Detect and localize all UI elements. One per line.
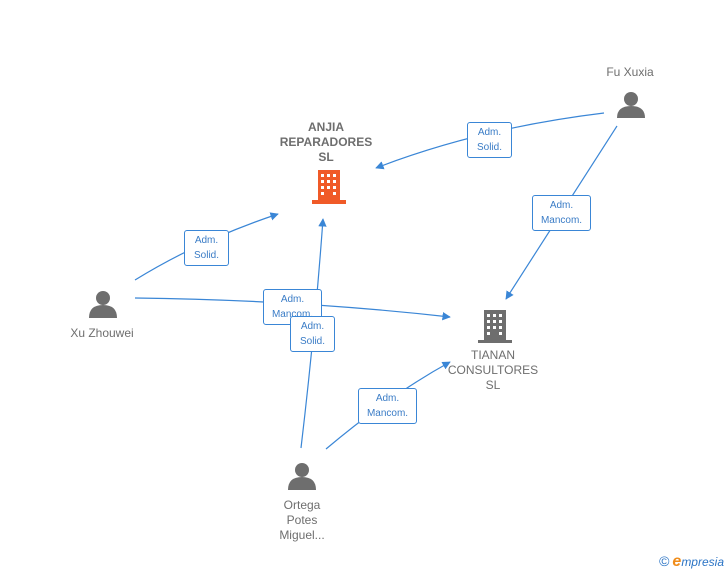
edge-label-line: Adm. xyxy=(549,200,574,211)
edge-label-line: Adm. xyxy=(375,393,400,404)
edge-label-line: Mancom. xyxy=(366,408,409,419)
person-label-ortega[interactable]: Ortega Potes Miguel... xyxy=(260,498,344,543)
edge-label-line: Adm. xyxy=(300,321,325,332)
edge-label-line: Solid. xyxy=(193,250,219,261)
empresia-logo[interactable]: ©empresia xyxy=(659,553,724,571)
ortega-line-3: Miguel... xyxy=(279,528,325,542)
edge-label-fu-tianan[interactable]: Adm. Mancom. xyxy=(532,195,591,231)
person-label-xu-zhouwei[interactable]: Xu Zhouwei xyxy=(50,326,154,341)
building-icon-tianan[interactable] xyxy=(478,310,512,343)
anjia-line-1: ANJIA xyxy=(307,120,344,134)
anjia-line-3: SL xyxy=(318,150,334,164)
person-icon-xu-zhouwei[interactable] xyxy=(89,291,117,318)
edge-label-ortega-tianan[interactable]: Adm. Mancom. xyxy=(358,388,417,424)
tianan-line-3: SL xyxy=(485,378,501,392)
copyright-icon: © xyxy=(659,553,670,569)
edge-label-line: Adm. xyxy=(194,235,219,246)
person-icon-ortega[interactable] xyxy=(288,463,316,490)
anjia-line-2: REPARADORES xyxy=(279,135,373,149)
edge-label-ortega-anjia[interactable]: Adm. Solid. xyxy=(290,316,335,352)
edge-label-line: Mancom. xyxy=(540,215,583,226)
building-icon-anjia[interactable] xyxy=(312,170,346,204)
edge-label-line: Adm. xyxy=(280,294,305,305)
xu-zhouwei-name: Xu Zhouwei xyxy=(70,326,134,340)
edge-label-xu-anjia[interactable]: Adm. Solid. xyxy=(184,230,229,266)
person-label-fu-xuxia[interactable]: Fu Xuxia xyxy=(586,65,674,80)
edge-label-line: Mancom. xyxy=(271,309,314,320)
brand-rest: mpresia xyxy=(681,555,724,569)
edge-label-line: Solid. xyxy=(299,336,325,347)
company-label-tianan[interactable]: TIANAN CONSULTORES SL xyxy=(436,348,550,393)
person-icon-fu-xuxia[interactable] xyxy=(617,92,645,118)
edge-label-line: Solid. xyxy=(476,142,502,153)
company-label-anjia[interactable]: ANJIA REPARADORES SL xyxy=(266,120,386,165)
edge-label-fu-anjia[interactable]: Adm. Solid. xyxy=(467,122,512,158)
edge-label-line: Adm. xyxy=(477,127,502,138)
fu-xuxia-name: Fu Xuxia xyxy=(606,65,654,79)
tianan-line-2: CONSULTORES xyxy=(447,363,539,377)
ortega-line-1: Ortega xyxy=(283,498,321,512)
brand-e: e xyxy=(672,553,682,570)
ortega-line-2: Potes xyxy=(286,513,318,527)
tianan-line-1: TIANAN xyxy=(470,348,515,362)
